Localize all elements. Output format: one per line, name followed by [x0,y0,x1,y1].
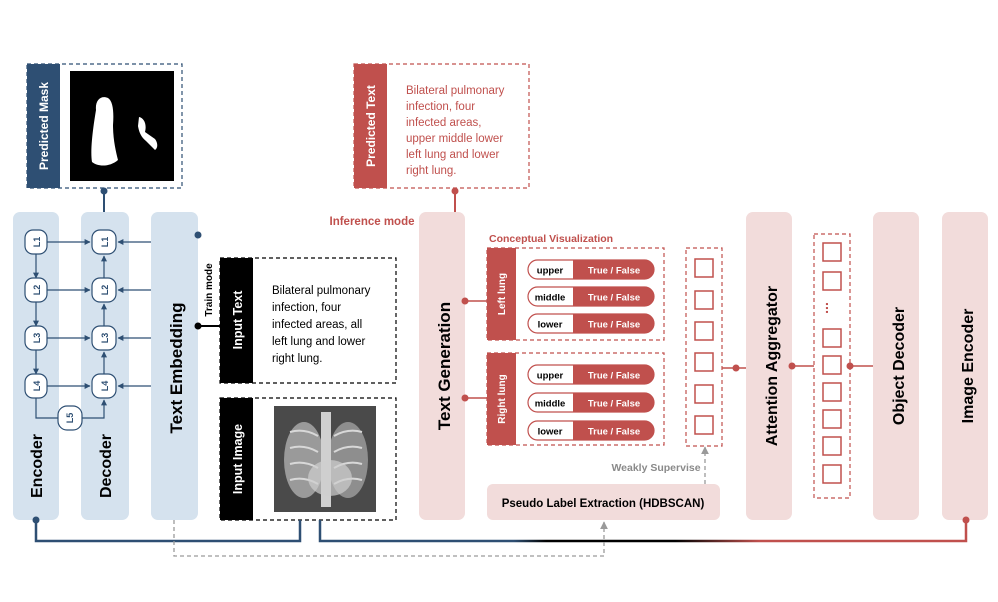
region-label: lower [538,320,563,331]
bottleneck-label: L5 [65,413,75,424]
left-lung-label: Left lung [497,273,508,315]
encoder-layers: L1 L2 L3 L4 [24,229,48,399]
text-embedding-label: Text Embedding [167,303,186,434]
input-image-panel: Input Image [219,397,397,521]
image-encoder-label: Image Encoder [960,309,977,424]
text-generation-block: Text Generation [419,212,465,520]
input-text-line: left lung and lower [272,336,366,348]
attention-aggregator-block: Attention Aggregator [746,212,792,520]
true-false-label: True / False [588,427,640,438]
weakly-supervise-label: Weakly Supervise [611,462,700,474]
feature-token-column: ... [813,233,851,499]
object-decoder-label: Object Decoder [891,307,908,425]
lung-region-row: lower True / False [527,420,655,441]
predicted-mask-panel: Predicted Mask [26,63,183,189]
pseudo-label-text: Pseudo Label Extraction (HDBSCAN) [502,498,705,510]
encoder-layer-label: L2 [32,285,42,296]
pseudo-label-block: Pseudo Label Extraction (HDBSCAN) [487,484,720,520]
mask-right-lung [138,117,158,150]
input-text-panel: Input Text Bilateral pulmonary infection… [219,257,397,384]
lung-region-row: upper True / False [527,364,655,385]
region-label: upper [537,371,564,382]
chest-xray-image [274,406,376,512]
region-label: middle [535,399,566,410]
train-mode-label: Train mode [204,263,215,317]
input-text-label: Input Text [231,290,245,350]
attention-token-column [685,247,723,447]
attention-aggregator-label: Attention Aggregator [764,286,781,446]
encoder-layer-label: L4 [32,381,42,392]
true-false-label: True / False [588,371,640,382]
true-false-label: True / False [588,266,640,277]
lung-region-row: middle True / False [527,286,655,307]
svg-text:Bilateral pulmonary infe: Bilateral pulmonary infection, four infe… [272,285,374,365]
left-lung-group: Left lung upper True / False middle True… [486,247,665,341]
predicted-text-line: upper middle lower [406,133,503,145]
predicted-text-panel: Predicted Text Bilateral pulmonary infec… [353,63,530,189]
text-generation-label: Text Generation [435,302,454,430]
predicted-text-label: Predicted Text [364,85,378,167]
encoder-layer-label: L3 [32,333,42,344]
region-label: upper [537,266,564,277]
conceptual-visualization-label: Conceptual Visualization [489,233,613,245]
image-encoder-block: Image Encoder [942,212,988,520]
decoder-layer-label: L1 [100,237,110,248]
input-text-line: infected areas, all [272,319,362,331]
svg-text:Bilateral pulmonary infe: Bilateral pulmonary infection, four infe… [406,85,508,177]
object-decoder-block: Object Decoder [873,212,919,520]
decoder-layers: L1 L2 L3 L4 [91,229,117,399]
right-lung-label: Right lung [497,374,508,423]
predicted-text-line: Bilateral pulmonary [406,85,505,97]
mask-left-lung [91,97,118,166]
predicted-mask-image [70,71,174,181]
predicted-text-line: infection, four [406,101,475,113]
right-lung-group: Right lung upper True / False middle Tru… [486,352,665,446]
text-embedding-block: Text Embedding [151,212,198,520]
input-text-line: right lung. [272,353,323,365]
bottleneck-layer: L5 [57,405,83,431]
true-false-label: True / False [588,293,640,304]
decoder-layer-label: L3 [100,333,110,344]
predicted-mask-label: Predicted Mask [37,82,51,170]
input-image-label: Input Image [231,424,245,494]
lung-region-row: middle True / False [527,392,655,413]
inference-mode-label: Inference mode [330,216,415,228]
input-text-line: Bilateral pulmonary [272,285,371,297]
encoder-label: Encoder [29,434,46,498]
predicted-text-line: infected areas, [406,117,481,129]
input-text-line: infection, four [272,302,341,314]
encoder-layer-label: L1 [32,237,42,248]
decoder-layer-label: L2 [100,285,110,296]
predicted-text-line: left lung and lower [406,149,500,161]
ellipsis-label: ... [815,302,831,314]
lung-region-row: lower True / False [527,313,655,334]
region-label: middle [535,293,566,304]
lung-region-row: upper True / False [527,259,655,280]
true-false-label: True / False [588,320,640,331]
true-false-label: True / False [588,399,640,410]
decoder-layer-label: L4 [100,381,110,392]
predicted-text-line: right lung. [406,165,457,177]
decoder-block: Decoder [81,212,129,520]
decoder-label: Decoder [98,434,115,498]
region-label: lower [538,427,563,438]
